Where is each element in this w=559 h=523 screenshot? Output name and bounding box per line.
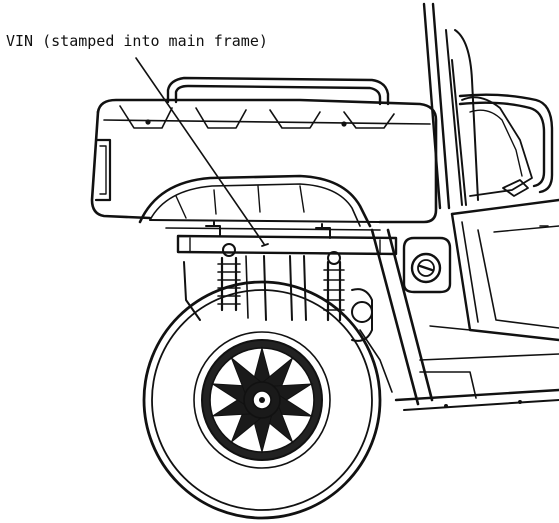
callout-leader-line — [135, 57, 265, 245]
main-frame — [176, 221, 398, 256]
roll-cage — [422, 2, 554, 210]
cargo-box — [90, 76, 438, 231]
cab-body — [370, 198, 559, 411]
vin-callout-label: VIN (stamped into main frame) — [6, 32, 268, 50]
rear-wheel — [142, 280, 382, 520]
